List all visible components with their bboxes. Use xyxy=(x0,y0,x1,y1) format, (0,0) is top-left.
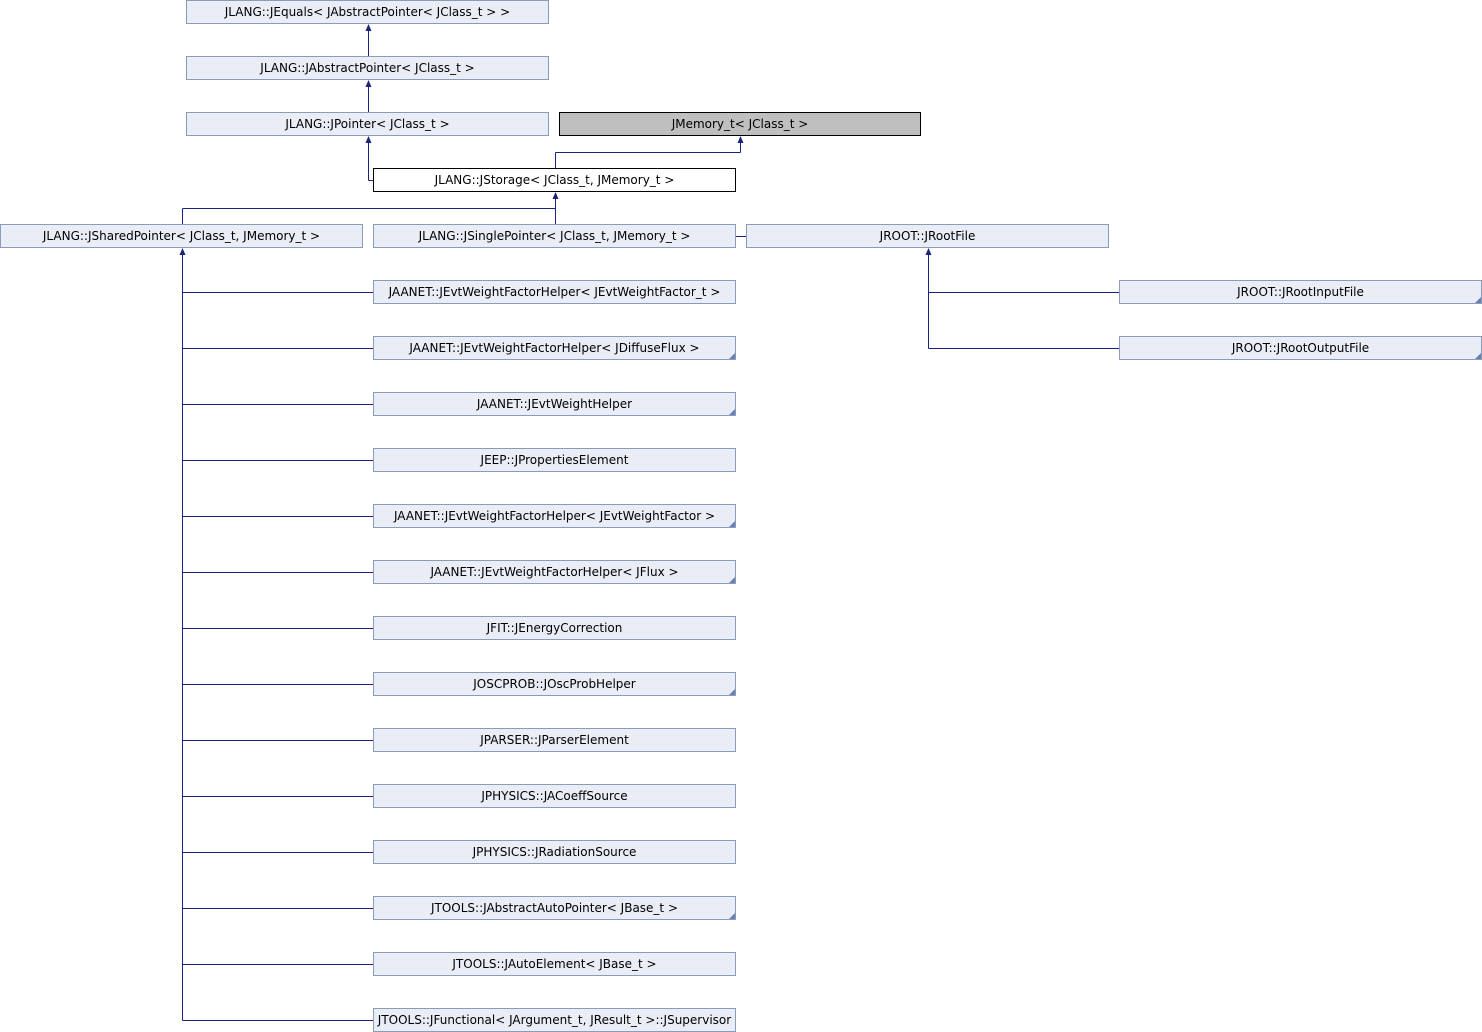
arrowhead-icon xyxy=(552,192,559,199)
node-label: JROOT::JRootOutputFile xyxy=(1231,341,1370,355)
node-jacoeffsource[interactable]: JPHYSICS::JACoeffSource xyxy=(373,784,736,808)
node-label: JLANG::JStorage< JClass_t, JMemory_t > xyxy=(434,173,675,187)
node-label: JLANG::JSinglePointer< JClass_t, JMemory… xyxy=(418,229,691,243)
node-label: JAANET::JEvtWeightFactorHelper< JEvtWeig… xyxy=(388,285,721,299)
fold-corner-icon xyxy=(1475,297,1481,303)
node-label: JAANET::JEvtWeightFactorHelper< JEvtWeig… xyxy=(393,509,716,523)
node-label: JTOOLS::JFunctional< JArgument_t, JResul… xyxy=(377,1013,732,1027)
fold-corner-icon xyxy=(729,913,735,919)
node-label: JROOT::JRootInputFile xyxy=(1237,285,1364,299)
node-joscprobhelper[interactable]: JOSCPROB::JOscProbHelper xyxy=(373,672,736,696)
node-jradiationsource[interactable]: JPHYSICS::JRadiationSource xyxy=(373,840,736,864)
node-label: JFIT::JEnergyCorrection xyxy=(486,621,623,635)
node-jabstractpointer[interactable]: JLANG::JAbstractPointer< JClass_t > xyxy=(186,56,549,80)
fold-corner-icon xyxy=(1475,353,1481,359)
node-label: JLANG::JPointer< JClass_t > xyxy=(285,117,450,131)
node-jevtweighthelper[interactable]: JAANET::JEvtWeightHelper xyxy=(373,392,736,416)
node-label: JPARSER::JParserElement xyxy=(480,733,629,747)
node-label: JAANET::JEvtWeightFactorHelper< JDiffuse… xyxy=(409,341,700,355)
node-label: JOSCPROB::JOscProbHelper xyxy=(473,677,636,691)
node-label: JAANET::JEvtWeightHelper xyxy=(476,397,633,411)
node-label: JLANG::JSharedPointer< JClass_t, JMemory… xyxy=(42,229,321,243)
arrowhead-icon xyxy=(365,80,372,87)
arrowhead-icon xyxy=(179,248,186,255)
node-label: JMemory_t< JClass_t > xyxy=(671,117,809,131)
node-jpropertieselement[interactable]: JEEP::JPropertiesElement xyxy=(373,448,736,472)
node-jmemory: JMemory_t< JClass_t > xyxy=(559,112,921,136)
node-jenergycorrection[interactable]: JFIT::JEnergyCorrection xyxy=(373,616,736,640)
fold-corner-icon xyxy=(729,353,735,359)
node-jparserelement[interactable]: JPARSER::JParserElement xyxy=(373,728,736,752)
node-label: JPHYSICS::JRadiationSource xyxy=(472,845,637,859)
node-label: JROOT::JRootFile xyxy=(879,229,976,243)
arrowhead-icon xyxy=(925,248,932,255)
node-label: JTOOLS::JAbstractAutoPointer< JBase_t > xyxy=(430,901,679,915)
arrowhead-icon xyxy=(365,24,372,31)
node-jstorage-current: JLANG::JStorage< JClass_t, JMemory_t > xyxy=(373,168,736,192)
node-jevtweightfactorhelper-jdiffuseflux[interactable]: JAANET::JEvtWeightFactorHelper< JDiffuse… xyxy=(373,336,736,360)
node-jsupervisor[interactable]: JTOOLS::JFunctional< JArgument_t, JResul… xyxy=(373,1008,736,1032)
fold-corner-icon xyxy=(729,577,735,583)
node-label: JAANET::JEvtWeightFactorHelper< JFlux > xyxy=(430,565,679,579)
node-jequals[interactable]: JLANG::JEquals< JAbstractPointer< JClass… xyxy=(186,0,549,24)
node-jrootoutputfile[interactable]: JROOT::JRootOutputFile xyxy=(1119,336,1482,360)
node-jautoelement[interactable]: JTOOLS::JAutoElement< JBase_t > xyxy=(373,952,736,976)
node-jevtweightfactorhelper-t[interactable]: JAANET::JEvtWeightFactorHelper< JEvtWeig… xyxy=(373,280,736,304)
node-label: JPHYSICS::JACoeffSource xyxy=(481,789,628,803)
node-label: JTOOLS::JAutoElement< JBase_t > xyxy=(452,957,657,971)
arrowhead-icon xyxy=(737,136,744,143)
node-label: JEEP::JPropertiesElement xyxy=(480,453,629,467)
fold-corner-icon xyxy=(729,409,735,415)
node-jsinglepointer[interactable]: JLANG::JSinglePointer< JClass_t, JMemory… xyxy=(373,224,736,248)
node-label: JLANG::JAbstractPointer< JClass_t > xyxy=(260,61,475,75)
node-label: JLANG::JEquals< JAbstractPointer< JClass… xyxy=(224,5,511,19)
node-jabstractautopointer[interactable]: JTOOLS::JAbstractAutoPointer< JBase_t > xyxy=(373,896,736,920)
node-jrootfile[interactable]: JROOT::JRootFile xyxy=(746,224,1109,248)
fold-corner-icon xyxy=(729,689,735,695)
node-jevtweightfactorhelper-jevtweightfactor[interactable]: JAANET::JEvtWeightFactorHelper< JEvtWeig… xyxy=(373,504,736,528)
node-jpointer[interactable]: JLANG::JPointer< JClass_t > xyxy=(186,112,549,136)
arrowhead-icon xyxy=(365,136,372,143)
node-jsharedpointer[interactable]: JLANG::JSharedPointer< JClass_t, JMemory… xyxy=(0,224,363,248)
node-jevtweightfactorhelper-jflux[interactable]: JAANET::JEvtWeightFactorHelper< JFlux > xyxy=(373,560,736,584)
node-jrootinputfile[interactable]: JROOT::JRootInputFile xyxy=(1119,280,1482,304)
fold-corner-icon xyxy=(729,521,735,527)
